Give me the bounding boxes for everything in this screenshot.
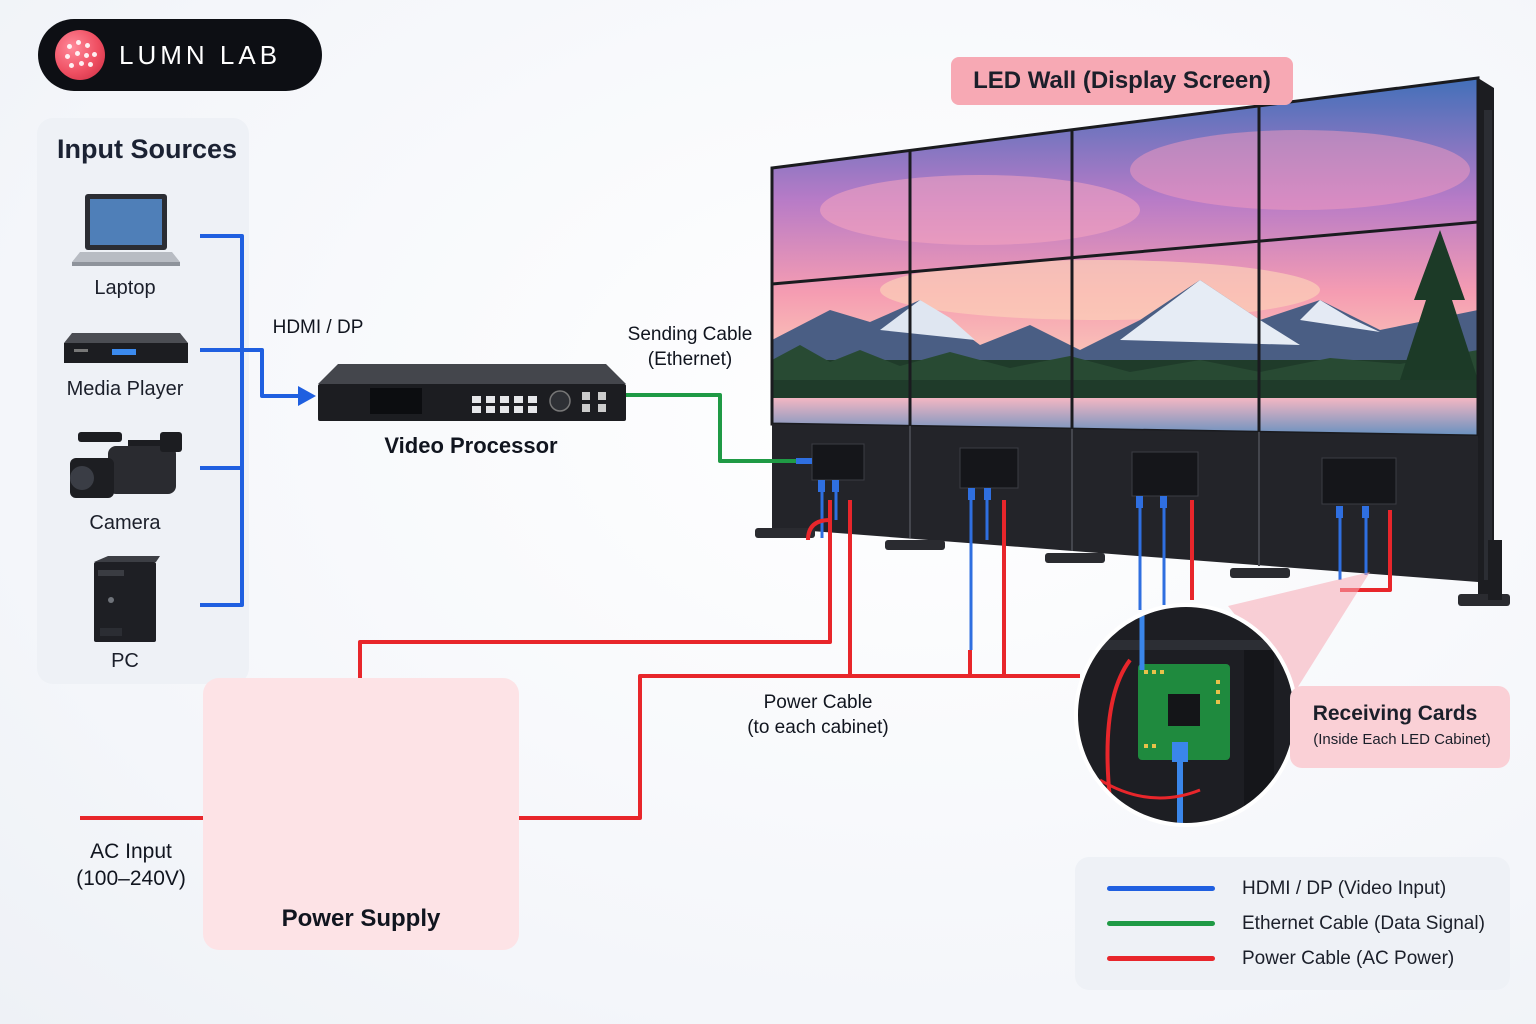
logo-dots-icon	[55, 30, 105, 80]
legend-item-power: Power Cable (AC Power)	[1107, 941, 1454, 976]
legend-swatch-power	[1107, 956, 1215, 961]
ethernet-line	[626, 393, 806, 463]
ac-input-label: AC Input (100–240V)	[76, 840, 186, 890]
led-wall	[755, 76, 1510, 606]
laptop-icon	[72, 194, 180, 266]
led-screen-image	[772, 78, 1478, 436]
source-label-media-player: Media Player	[66, 378, 184, 400]
receiving-card-zoom	[1074, 603, 1298, 827]
legend-item-hdmi: HDMI / DP (Video Input)	[1107, 871, 1446, 906]
power-cable-label: Power Cable (to each cabinet)	[747, 692, 889, 738]
legend-swatch-ethernet	[1107, 921, 1215, 926]
logo: LUMN LAB	[38, 19, 322, 91]
hdmi-arrow-icon	[298, 386, 316, 406]
hdmi-lines	[200, 234, 300, 607]
video-processor-label: Video Processor	[384, 433, 558, 458]
video-processor-device	[318, 364, 626, 421]
legend: HDMI / DP (Video Input) Ethernet Cable (…	[1075, 857, 1510, 990]
receiving-cards-callout	[1290, 686, 1510, 768]
power-supply-label: Power Supply	[281, 905, 441, 932]
media-player-icon	[64, 333, 188, 363]
sending-cable-label: Sending Cable (Ethernet)	[627, 324, 753, 370]
source-label-laptop: Laptop	[94, 277, 156, 299]
logo-text: LUMN LAB	[119, 39, 282, 70]
input-sources-title: Input Sources	[57, 134, 238, 164]
camera-icon	[70, 432, 182, 498]
pc-tower-icon	[94, 556, 160, 642]
legend-swatch-hdmi	[1107, 886, 1215, 891]
zoom-callout	[1228, 572, 1370, 690]
source-label-pc: PC	[111, 650, 139, 672]
hdmi-label: HDMI / DP	[272, 317, 364, 338]
receiving-cards-title: Receiving Cards	[1312, 702, 1478, 725]
source-label-camera: Camera	[89, 512, 161, 534]
legend-item-ethernet: Ethernet Cable (Data Signal)	[1107, 906, 1485, 941]
power-supply-panel	[203, 678, 519, 950]
receiving-cards-subtitle: (Inside Each LED Cabinet)	[1313, 731, 1491, 748]
led-wall-label: LED Wall (Display Screen)	[951, 57, 1293, 105]
